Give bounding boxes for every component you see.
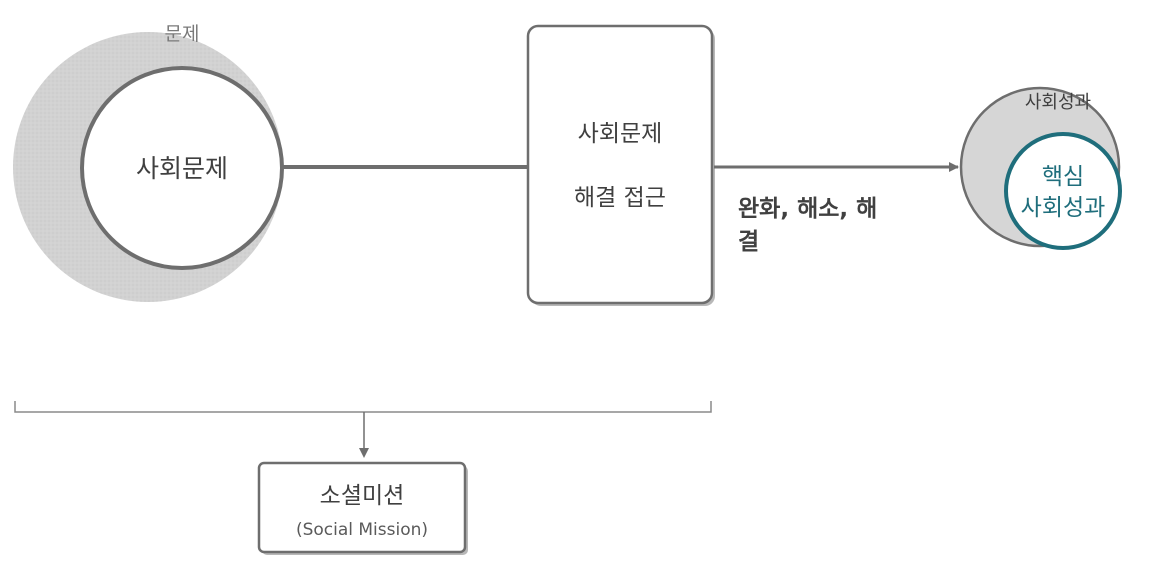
mission-box xyxy=(257,461,467,554)
outcome-inner-circle xyxy=(1004,132,1122,250)
approach-box-line1: 사회문제 xyxy=(578,121,663,147)
bracket-arrow-head xyxy=(359,448,369,458)
arrow-label-line1: 완화, 해소, 해 xyxy=(738,196,877,222)
problem-inner-label: 사회문제 xyxy=(136,154,228,183)
outcome-inner-line2: 사회성과 xyxy=(1021,195,1106,221)
outcome-inner-line1: 핵심 xyxy=(1042,164,1084,190)
outcome-outer-label: 사회성과 xyxy=(1025,92,1091,113)
bracket xyxy=(14,401,712,413)
problem-outer-label: 문제 xyxy=(165,23,200,45)
approach-box xyxy=(526,24,714,305)
arrow-label-line2: 결 xyxy=(738,229,759,255)
approach-box-line2: 해결 접근 xyxy=(574,185,666,211)
mission-subtitle: (Social Mission) xyxy=(296,520,428,540)
mission-title: 소셜미션 xyxy=(320,483,405,509)
